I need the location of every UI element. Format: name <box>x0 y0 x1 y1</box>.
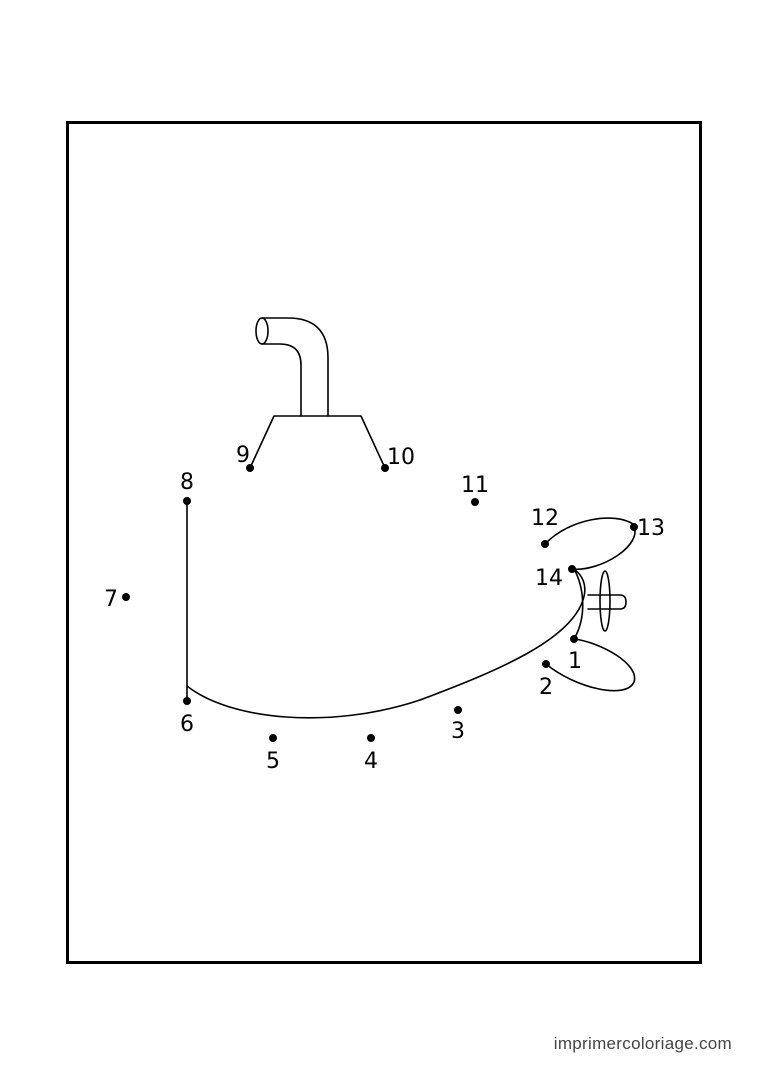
propeller-blade <box>599 570 611 632</box>
point-dot <box>381 464 389 472</box>
point-dot <box>122 593 130 601</box>
propeller-shaft <box>587 594 627 610</box>
point-number: 10 <box>387 445 415 470</box>
point-number: 1 <box>568 649 582 674</box>
point-dot <box>183 697 191 705</box>
hull-bottom <box>186 568 586 719</box>
point-number: 2 <box>539 675 553 700</box>
point-dot <box>568 565 576 573</box>
point-dot <box>471 498 479 506</box>
point-dot <box>183 497 191 505</box>
point-1: 1 <box>568 635 582 674</box>
page-frame <box>66 121 702 964</box>
point-number: 8 <box>180 470 194 495</box>
point-number: 14 <box>535 566 563 591</box>
point-5: 5 <box>266 734 280 774</box>
point-dot <box>541 540 549 548</box>
point-number: 5 <box>266 749 280 774</box>
point-number: 9 <box>236 443 250 468</box>
point-11: 11 <box>461 473 489 506</box>
point-dot <box>630 523 638 531</box>
periscope <box>261 317 329 417</box>
point-2: 2 <box>539 660 553 700</box>
submarine-drawing <box>186 317 636 719</box>
point-number: 7 <box>104 587 118 612</box>
lower-fin <box>545 638 636 692</box>
point-9: 9 <box>236 443 254 472</box>
point-dot <box>570 635 578 643</box>
point-dot <box>246 464 254 472</box>
point-13: 13 <box>630 516 665 541</box>
point-8: 8 <box>180 470 194 505</box>
point-3: 3 <box>451 706 465 744</box>
point-dot <box>367 734 375 742</box>
point-number: 13 <box>637 516 665 541</box>
point-6: 6 <box>180 697 194 737</box>
point-10: 10 <box>381 445 415 472</box>
point-4: 4 <box>364 734 378 774</box>
point-12: 12 <box>531 506 559 548</box>
point-number: 6 <box>180 712 194 737</box>
point-dot <box>542 660 550 668</box>
tower-base <box>249 415 386 469</box>
point-dot <box>454 706 462 714</box>
point-dot <box>269 734 277 742</box>
point-number: 4 <box>364 749 378 774</box>
point-14: 14 <box>535 565 576 591</box>
point-number: 12 <box>531 506 559 531</box>
point-7: 7 <box>104 587 130 612</box>
periscope-lens <box>255 317 269 345</box>
point-number: 11 <box>461 473 489 498</box>
tail-curve <box>573 568 584 640</box>
site-credit: imprimercoloriage.com <box>553 1034 732 1053</box>
point-number: 3 <box>451 719 465 744</box>
